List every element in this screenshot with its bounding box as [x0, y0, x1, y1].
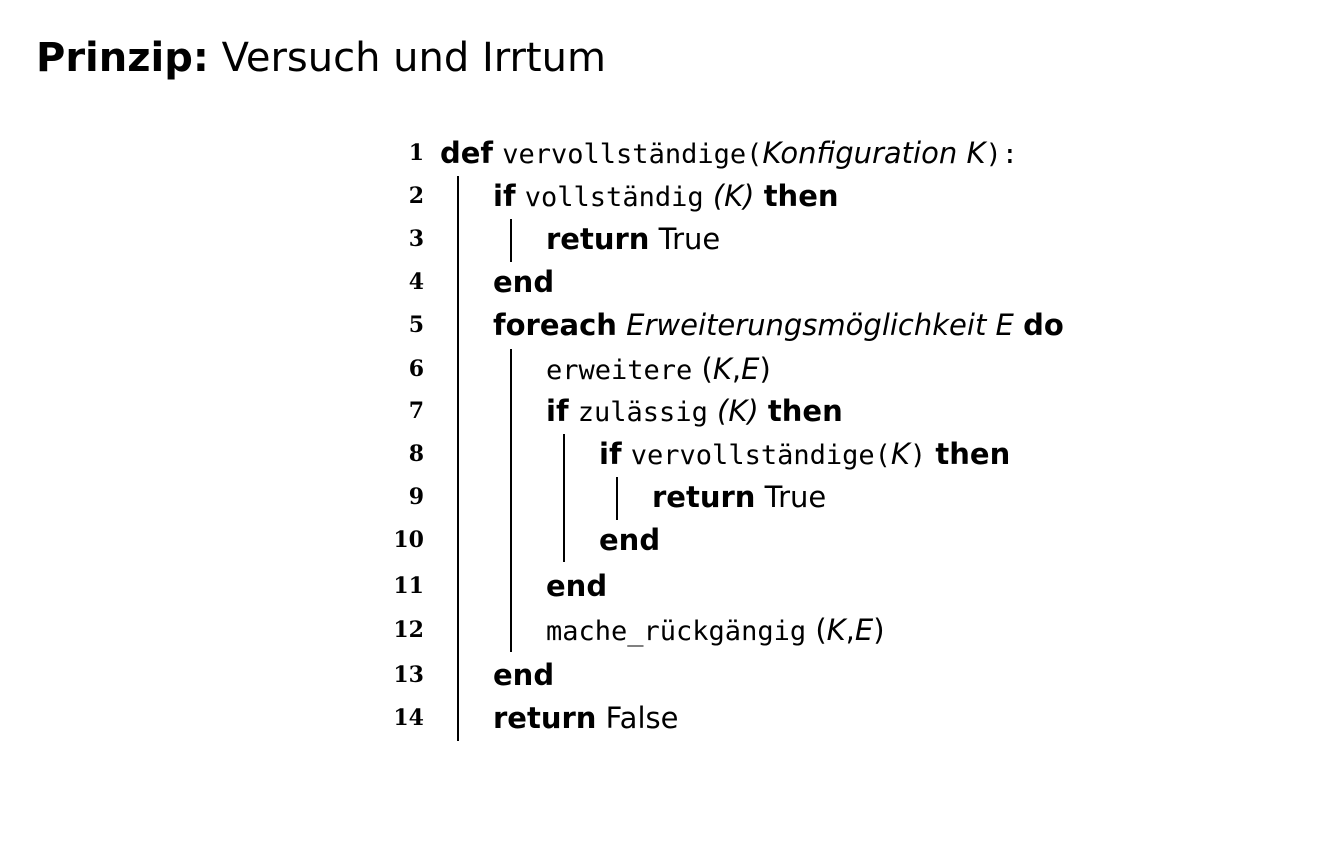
function-name: vervollständige(	[630, 440, 891, 471]
code-text: mache_rückgängig (K,E)	[546, 610, 885, 652]
code-text: return True	[546, 219, 720, 259]
code-text: end	[493, 262, 554, 302]
separator: ,	[845, 613, 855, 647]
keyword: end	[546, 569, 608, 603]
code-text: return False	[493, 698, 678, 738]
code-text: end	[493, 655, 554, 695]
value: False	[605, 701, 679, 735]
value: True	[764, 480, 827, 514]
block-rule-foreach	[510, 349, 512, 652]
slide-title: Prinzip: Versuch und Irrtum	[36, 30, 606, 86]
code-text: def vervollständige(Konfiguration K):	[440, 133, 1018, 175]
keyword: then	[763, 179, 839, 213]
line-number: 5	[408, 312, 424, 338]
code-text: foreach Erweiterungsmöglichkeit E do	[493, 305, 1064, 345]
argument: E	[741, 352, 760, 386]
argument: Erweiterungsmöglichkeit E	[626, 308, 1014, 342]
function-name: vervollständige(	[502, 139, 763, 170]
block-rule-function	[457, 176, 459, 741]
title-lead: Prinzip:	[36, 35, 209, 81]
keyword: then	[935, 437, 1011, 471]
line-number: 8	[408, 441, 424, 467]
keyword: then	[767, 394, 843, 428]
code-text: if vervollständige(K) then	[599, 434, 1010, 476]
value: True	[658, 222, 721, 256]
open-paren: (	[815, 613, 827, 647]
code-text: end	[546, 566, 607, 606]
argument: E	[854, 613, 874, 647]
closing: )	[909, 440, 927, 471]
argument: (K)	[717, 394, 759, 428]
keyword: return	[652, 480, 756, 514]
function-name: mache_rückgängig	[546, 616, 807, 647]
keyword: end	[599, 523, 661, 557]
keyword: do	[1023, 308, 1064, 342]
line-number: 4	[408, 269, 424, 295]
function-name: vollständig	[524, 182, 704, 213]
closing: ):	[985, 139, 1018, 170]
line-number: 6	[408, 356, 424, 382]
argument: Konfiguration K	[762, 136, 986, 170]
line-number: 9	[408, 484, 424, 510]
argument: (K)	[712, 179, 755, 213]
code-text: return True	[652, 477, 826, 517]
argument: K	[890, 437, 910, 471]
keyword: if	[546, 394, 569, 428]
keyword: foreach	[493, 308, 617, 342]
keyword: return	[546, 222, 650, 256]
keyword: def	[440, 136, 494, 170]
line-number: 10	[393, 527, 424, 553]
line-number: 3	[408, 226, 424, 252]
argument: K	[826, 613, 846, 647]
code-text: if zulässig (K) then	[546, 391, 843, 433]
code-text: if vollständig (K) then	[493, 176, 839, 218]
line-number: 14	[393, 705, 424, 731]
block-rule-if-recursive	[616, 477, 618, 520]
separator: ,	[731, 352, 742, 386]
keyword: end	[493, 658, 555, 692]
block-rule-if-valid	[563, 434, 565, 562]
line-number: 1	[408, 140, 424, 166]
keyword: if	[599, 437, 622, 471]
keyword: end	[493, 265, 555, 299]
keyword: if	[493, 179, 516, 213]
code-text: erweitere (K,E)	[546, 349, 771, 391]
argument: K	[712, 352, 732, 386]
block-rule-if-complete	[510, 219, 512, 262]
line-number: 13	[393, 662, 424, 688]
keyword: return	[493, 701, 597, 735]
function-name: zulässig	[577, 397, 708, 428]
line-number: 2	[408, 183, 424, 209]
function-name: erweitere	[546, 355, 693, 386]
line-number: 11	[393, 573, 424, 599]
close-paren: )	[873, 613, 885, 647]
title-rest: Versuch und Irrtum	[221, 35, 606, 81]
open-paren: (	[701, 352, 713, 386]
line-number: 12	[393, 617, 424, 643]
close-paren: )	[759, 352, 771, 386]
code-text: end	[599, 520, 660, 560]
line-number: 7	[408, 398, 424, 424]
